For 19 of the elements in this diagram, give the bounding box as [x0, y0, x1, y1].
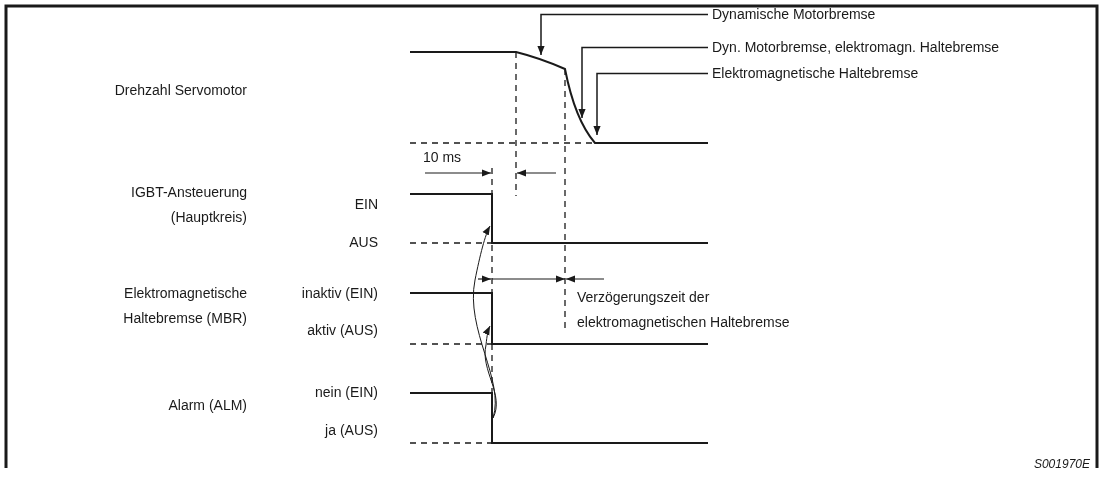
- leader-line: [593, 72, 709, 136]
- state-label: inaktiv (EIN): [300, 284, 378, 303]
- callout-label: Dynamische Motorbremse: [712, 2, 876, 27]
- dimension-label: 10 ms: [423, 148, 463, 167]
- leader-line: [578, 46, 709, 119]
- figure-number: S001970E: [1032, 456, 1090, 473]
- state-label: nein (EIN): [313, 383, 378, 402]
- leader-line: [537, 13, 709, 56]
- state-label: EIN: [353, 195, 378, 214]
- signal-name: Alarm (ALM): [167, 396, 247, 415]
- signal-name: Drehzahl Servomotor: [113, 81, 247, 100]
- signal-name: Elektromagnetische Haltebremse (MBR): [122, 284, 247, 328]
- signal-name: IGBT-Ansteuerung (Hauptkreis): [130, 183, 247, 227]
- delay-time-label: Verzögerungszeit der elektromagnetischen Haltebremse: [577, 288, 791, 332]
- state-label: AUS: [348, 233, 378, 252]
- callout-label: Dyn. Motorbremse, elektromagn. Haltebremse: [712, 35, 1000, 60]
- state-label: ja (AUS): [323, 421, 378, 440]
- callout-label: Elektromagnetische Haltebremse: [712, 61, 919, 86]
- state-label: aktiv (AUS): [306, 321, 378, 340]
